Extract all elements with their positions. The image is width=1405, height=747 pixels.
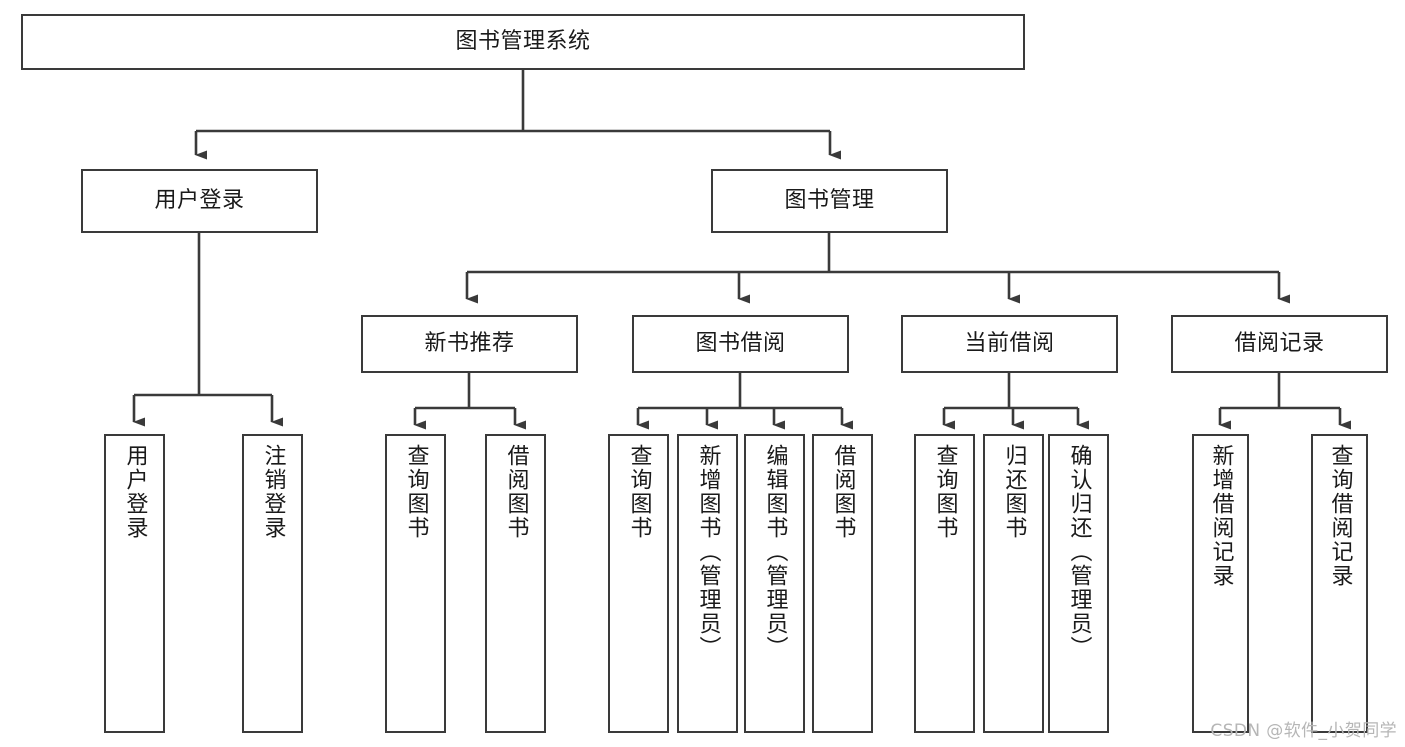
node-label: 借阅图书 <box>830 444 856 540</box>
node-label: 查询借阅记录 <box>1327 444 1353 588</box>
node-current-borrowing[interactable]: 当前借阅 <box>901 315 1118 373</box>
node-label: 新书推荐 <box>424 330 515 356</box>
node-user-login[interactable]: 用户登录 <box>81 169 318 233</box>
leaf-node-query-books-current[interactable]: 查询图书 <box>914 434 975 733</box>
leaf-node-query-borrow-record[interactable]: 查询借阅记录 <box>1311 434 1368 733</box>
node-label: 查询图书 <box>626 444 652 540</box>
node-label: 归还图书 <box>1001 444 1027 540</box>
node-label: 图书管理 <box>784 187 875 213</box>
node-label: 查询图书 <box>403 444 429 540</box>
node-label: 借阅记录 <box>1234 330 1325 356</box>
leaf-node-query-books-recommend[interactable]: 查询图书 <box>385 434 446 733</box>
node-label: 新增图书（管理员） <box>695 444 721 660</box>
leaf-node-add-borrow-record[interactable]: 新增借阅记录 <box>1192 434 1249 733</box>
csdn-watermark: CSDN @软件_小贺同学 <box>1210 721 1397 741</box>
leaf-node-borrow-books-recommend[interactable]: 借阅图书 <box>485 434 546 733</box>
leaf-node-borrow-books[interactable]: 借阅图书 <box>812 434 873 733</box>
leaf-node-add-book-admin[interactable]: 新增图书（管理员） <box>677 434 738 733</box>
node-label: 确认归还（管理员） <box>1066 444 1092 660</box>
node-label: 注销登录 <box>260 444 286 540</box>
leaf-node-logout[interactable]: 注销登录 <box>242 434 303 733</box>
node-label: 图书借阅 <box>695 330 786 356</box>
node-label: 用户登录 <box>154 187 245 213</box>
node-label: 借阅图书 <box>503 444 529 540</box>
node-label: 查询图书 <box>932 444 958 540</box>
node-label: 新增借阅记录 <box>1208 444 1234 588</box>
node-label: 当前借阅 <box>964 330 1055 356</box>
leaf-node-user-login[interactable]: 用户登录 <box>104 434 165 733</box>
node-root-book-management-system[interactable]: 图书管理系统 <box>21 14 1025 70</box>
leaf-node-confirm-return-admin[interactable]: 确认归还（管理员） <box>1048 434 1109 733</box>
node-book-borrowing[interactable]: 图书借阅 <box>632 315 849 373</box>
node-new-book-recommendation[interactable]: 新书推荐 <box>361 315 578 373</box>
node-label: 用户登录 <box>122 444 148 540</box>
node-label: 编辑图书（管理员） <box>762 444 788 660</box>
leaf-node-query-books-borrow[interactable]: 查询图书 <box>608 434 669 733</box>
node-borrow-records[interactable]: 借阅记录 <box>1171 315 1388 373</box>
leaf-node-return-books[interactable]: 归还图书 <box>983 434 1044 733</box>
node-book-management[interactable]: 图书管理 <box>711 169 948 233</box>
node-label: 图书管理系统 <box>455 28 591 54</box>
leaf-node-edit-book-admin[interactable]: 编辑图书（管理员） <box>744 434 805 733</box>
